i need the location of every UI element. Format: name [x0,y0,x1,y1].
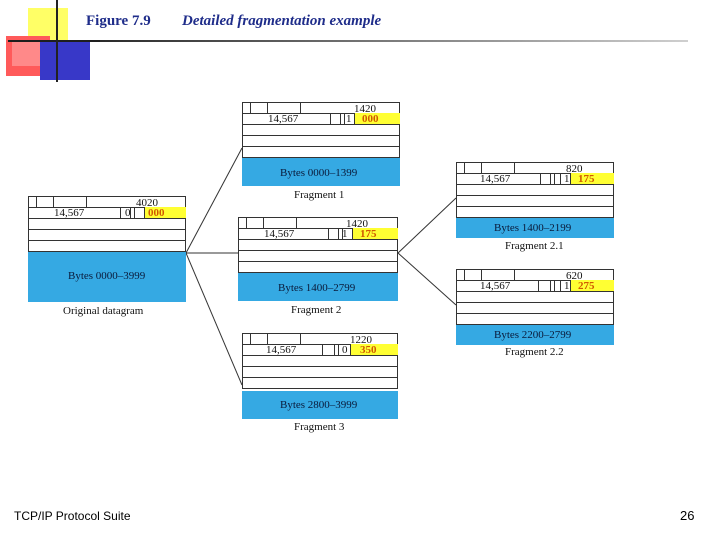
figure-title: Detailed fragmentation example [182,13,382,29]
fragment1-datagram: 1420 14,567 1 000 Bytes 0000–1399 [242,102,400,186]
fragment1-offset-box [354,113,400,124]
decor-blue-square [40,42,90,80]
figure-label: Figure 7.9 [86,13,151,29]
fragment2-flag: 1 [342,228,348,240]
fragment22-datagram: 620 14,567 1 275 Bytes 2200–2799 [456,269,614,345]
fragment3-total-length: 1220 [350,334,372,346]
fragment2-datagram: 1420 14,567 1 175 Bytes 1400–2799 [238,217,398,301]
fragment1-header [242,102,400,158]
connector-frag2-frag22 [397,252,457,306]
fragment22-identification: 14,567 [480,280,511,292]
fragment2-header [238,217,398,273]
fragment2-offset: 175 [360,228,377,240]
page-number: 26 [680,508,695,523]
fragment22-bytes: Bytes 2200–2799 [494,329,572,341]
decor-vertical-rule [56,0,58,82]
fragment1-caption: Fragment 1 [294,189,345,201]
title-rule-fade [100,40,688,42]
original-header [28,196,186,252]
fragment22-offset: 275 [578,280,595,292]
fragment1-flag: 1 [346,113,352,125]
fragment1-data: Bytes 0000–1399 [242,158,400,186]
fragment21-data: Bytes 1400–2199 [456,218,614,238]
fragment2-bytes: Bytes 1400–2799 [278,282,356,294]
fragment22-data: Bytes 2200–2799 [456,325,614,345]
fragment1-identification: 14,567 [268,113,299,125]
fragment1-total-length: 1420 [354,103,376,115]
fragment2-data: Bytes 1400–2799 [238,273,398,301]
fragment22-header [456,269,614,325]
connector-orig-frag3 [185,252,243,386]
original-data: Bytes 0000–3999 [28,252,186,302]
footer-source: TCP/IP Protocol Suite [14,509,131,523]
fragment1-offset: 000 [362,113,379,125]
fragment2-total-length: 1420 [346,218,368,230]
fragment3-datagram: 1220 14,567 0 350 Bytes 2800–3999 [242,333,398,419]
fragment3-data: Bytes 2800–3999 [242,391,398,419]
fragment3-offset-box [350,344,398,355]
original-identification: 14,567 [54,207,85,219]
fragment21-identification: 14,567 [480,173,511,185]
original-bytes: Bytes 0000–3999 [68,270,146,282]
fragment21-offset-box [570,173,614,184]
original-offset: 000 [148,207,165,219]
fragment3-offset: 350 [360,344,377,356]
connector-frag2-frag21 [397,197,457,254]
original-flag: 0 [125,207,131,219]
fragment22-caption: Fragment 2.2 [505,346,564,358]
fragment3-caption: Fragment 3 [294,421,345,433]
fragment21-offset: 175 [578,173,595,185]
fragment21-total-length: 820 [566,163,583,175]
fragment21-bytes: Bytes 1400–2199 [494,222,572,234]
fragment3-identification: 14,567 [266,344,297,356]
fragment3-flag: 0 [342,344,348,356]
fragment1-bytes: Bytes 0000–1399 [280,167,358,179]
fragment2-identification: 14,567 [264,228,295,240]
fragment2-caption: Fragment 2 [291,304,342,316]
original-datagram: 4020 14,567 0 000 Bytes 0000–3999 [28,196,186,302]
fragment2-offset-box [352,228,398,239]
decor-pink-square [12,40,44,66]
fragment3-header [242,333,398,389]
fragment3-bytes: Bytes 2800–3999 [280,399,358,411]
original-caption: Original datagram [63,305,144,317]
connector-orig-frag1 [185,147,243,254]
fragment22-offset-box [570,280,614,291]
original-offset-box [144,207,186,218]
fragment21-flag: 1 [564,173,570,185]
fragment22-flag: 1 [564,280,570,292]
fragment21-datagram: 820 14,567 1 175 Bytes 1400–2199 [456,162,614,238]
fragment22-total-length: 620 [566,270,583,282]
original-total-length: 4020 [136,197,158,209]
fragment21-header [456,162,614,218]
fragment21-caption: Fragment 2.1 [505,240,564,252]
